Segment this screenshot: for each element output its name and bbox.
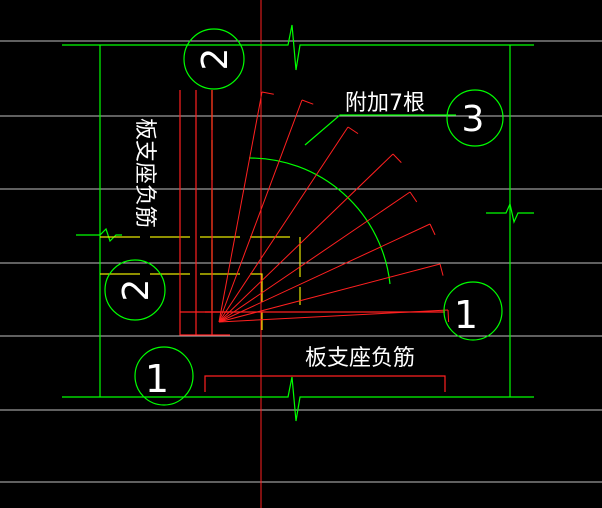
bubble-circle xyxy=(443,281,503,341)
yellow-outer-line xyxy=(100,236,301,305)
grid-bubble-left[interactable]: 2 xyxy=(104,259,166,321)
radial-bar-hook xyxy=(392,153,402,163)
bubble-circle xyxy=(183,28,245,90)
horizontal-rebar-bottom xyxy=(204,375,446,392)
radial-bar-hook xyxy=(439,263,444,276)
radial-bar xyxy=(218,126,349,323)
extra-bars-leader xyxy=(304,114,456,146)
left-break-mark xyxy=(76,227,122,243)
grid-bubble-right-lower[interactable]: 1 xyxy=(443,281,503,341)
bubble-label: 1 xyxy=(145,357,169,401)
radial-bar xyxy=(218,191,411,323)
grid-bubble-top[interactable]: 2 xyxy=(183,28,245,90)
radial-bar xyxy=(218,91,263,323)
radial-bar xyxy=(218,223,431,323)
radial-bar-hook xyxy=(347,126,359,135)
radial-bar xyxy=(218,153,394,323)
radial-bar xyxy=(218,309,449,323)
bubble-circle xyxy=(134,346,194,406)
radial-bar-hook xyxy=(429,223,436,236)
extra-bars-arc xyxy=(248,157,391,285)
bubble-circle xyxy=(104,259,166,321)
bubble-label: 2 xyxy=(116,279,157,302)
bubble-label: 1 xyxy=(454,293,478,337)
bottom-wall-edge xyxy=(62,376,534,422)
yellow-inner-line xyxy=(100,273,263,330)
radial-extra-bars xyxy=(218,91,450,323)
vertical-rebar-outer xyxy=(179,90,230,336)
radial-bar xyxy=(218,99,303,323)
top-wall-edge xyxy=(62,24,534,71)
bubble-label: 3 xyxy=(462,99,485,140)
bubble-label: 2 xyxy=(195,48,236,71)
grid-bubble-bottom-left[interactable]: 1 xyxy=(134,346,194,406)
radial-bar-hook xyxy=(447,309,450,323)
vertical-support-rebar xyxy=(179,90,230,336)
wall-outline xyxy=(62,24,534,422)
grid-bubble-right-upper[interactable]: 3 xyxy=(446,89,504,147)
radial-bar-hook xyxy=(409,191,418,203)
right-break-mark xyxy=(486,202,534,224)
extra-bars-label: 附加7根 xyxy=(345,91,425,116)
radial-bar-hook xyxy=(261,91,274,95)
radial-bar xyxy=(218,263,441,323)
radial-bar-hook xyxy=(301,99,314,105)
grid-lines xyxy=(0,40,602,483)
horizontal-support-label: 板支座负筋 xyxy=(305,346,415,371)
vertical-support-label: 板支座负筋 xyxy=(132,118,157,228)
bubble-circle xyxy=(446,89,504,147)
